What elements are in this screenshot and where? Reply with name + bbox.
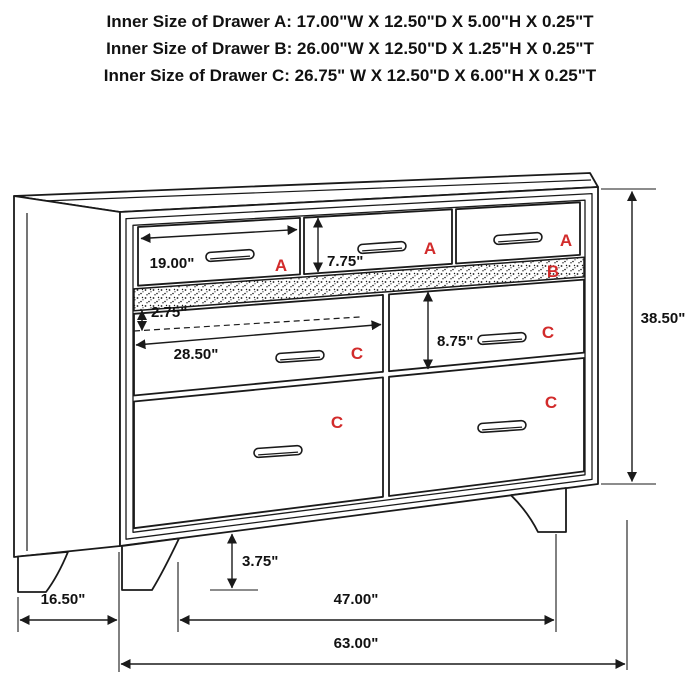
dim-text-b-row-height: 2.75" (151, 304, 187, 321)
dresser-left-side-panel (13, 195, 121, 558)
dim-overall-width: 63.00" (120, 520, 628, 670)
handle-icon (477, 331, 527, 346)
label-drawer-a1: A (275, 256, 287, 275)
handle-icon (253, 444, 303, 459)
dim-text-side-depth: 16.50" (41, 591, 86, 608)
dim-text-c-drawer-height: 8.75" (437, 333, 473, 350)
drawer-a-size-note: Inner Size of Drawer A: 17.00"W X 12.50"… (106, 12, 594, 31)
handle-icon (477, 419, 527, 434)
label-drawer-a3: A (560, 231, 572, 250)
label-drawer-c-top-left: C (351, 344, 363, 363)
dim-overall-height: 38.50" (601, 188, 686, 485)
drawer-a2 (303, 208, 453, 276)
drawer-b-size-note: Inner Size of Drawer B: 26.00"W X 12.50"… (106, 39, 594, 58)
dim-drawer-a-width: 19.00" (140, 225, 298, 272)
drawer-c-top-right (388, 278, 585, 373)
dim-feet-span: 47.00" (177, 534, 557, 632)
handle-icon (357, 240, 407, 255)
front-left-bracket-foot (121, 537, 180, 591)
drawer-c-size-note: Inner Size of Drawer C: 26.75" W X 12.50… (103, 66, 597, 85)
drawer-letter-labels: A A A B C C C C (275, 231, 572, 432)
dim-text-c-drawer-width: 28.50" (174, 346, 219, 363)
dresser-top-edge-line (16, 179, 592, 203)
handle-icon (275, 349, 325, 364)
dim-text-overall-width: 63.00" (334, 635, 379, 652)
dim-text-feet-span: 47.00" (334, 591, 379, 608)
dim-foot-height: 3.75" (210, 533, 278, 591)
dim-side-depth: 16.50" (17, 552, 120, 672)
front-frame-outer (125, 192, 593, 540)
label-drawer-c-bottom-right: C (545, 393, 557, 412)
handle-icon (493, 231, 543, 246)
label-drawer-c-bottom-left: C (331, 413, 343, 432)
drawer-a3 (455, 201, 581, 265)
dim-text-overall-height: 38.50" (641, 310, 686, 327)
jewelry-drawer-b-band (133, 256, 585, 312)
dim-c-drawer-width: 28.50" (135, 320, 382, 363)
dim-text-foot-height: 3.75" (242, 553, 278, 570)
drawer-handles (205, 231, 543, 459)
dim-a-row-height: 7.75" (313, 217, 363, 273)
handle-icon (205, 248, 255, 263)
front-frame-opening (132, 199, 586, 533)
label-drawer-c-top-right: C (542, 323, 554, 342)
label-drawer-b: B (547, 262, 559, 281)
side-bracket-foot (17, 550, 69, 593)
dim-text-drawer-a-width: 19.00" (150, 255, 195, 272)
label-drawer-a2: A (424, 239, 436, 258)
dim-c-drawer-height: 8.75" (423, 291, 473, 370)
dim-text-a-row-height: 7.75" (327, 253, 363, 270)
front-right-bracket-foot (510, 487, 567, 533)
size-note-block: Inner Size of Drawer A: 17.00"W X 12.50"… (0, 8, 700, 89)
